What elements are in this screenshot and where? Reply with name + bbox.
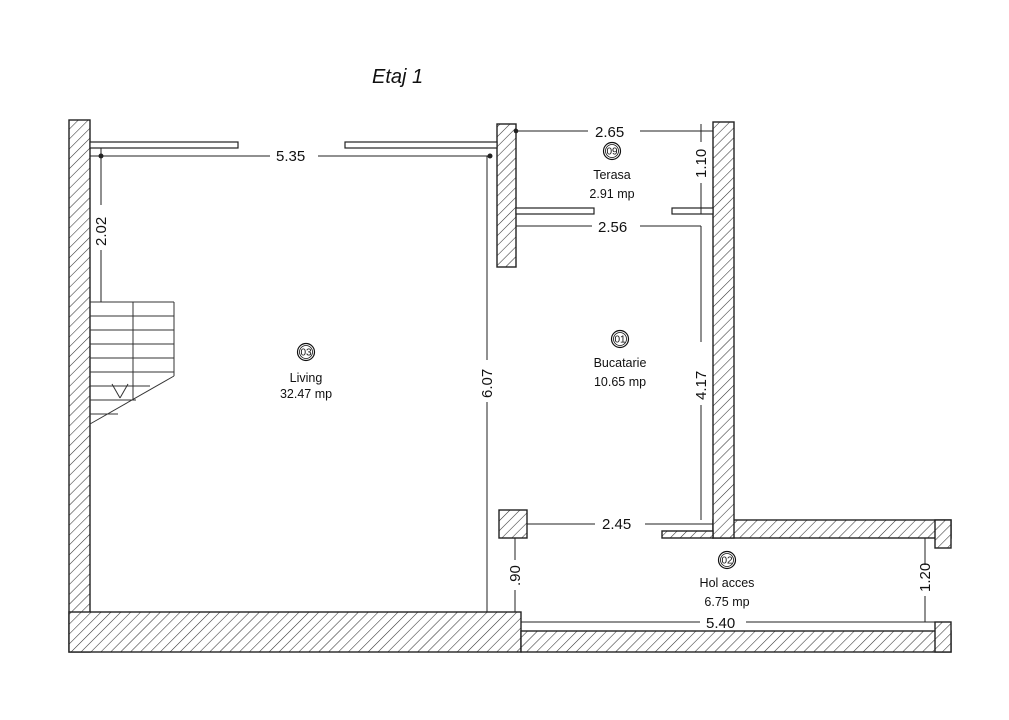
room-terasa: 09 Terasa 2.91 mp: [589, 141, 635, 201]
room-name: Hol acces: [700, 576, 755, 590]
room-bucatarie: 01 Bucatarie 10.65 mp: [594, 329, 647, 389]
room-area: 10.65 mp: [594, 375, 646, 389]
window-living-left: [89, 141, 239, 149]
stairs: [89, 301, 175, 425]
dim-living-height: 6.07: [479, 369, 496, 398]
wall-hol-ledge: [661, 530, 714, 539]
dim-hol-width: 5.40: [706, 615, 735, 632]
room-number: 02: [721, 556, 733, 567]
dim-hol-depth: 1.20: [917, 563, 934, 592]
dim-bucatarie-depth: 4.17: [693, 371, 710, 400]
dim-terasa-width-top: 2.65: [595, 124, 624, 141]
room-area: 2.91 mp: [589, 187, 634, 201]
floor-title: Etaj 1: [372, 66, 424, 88]
dim-living-width: 5.35: [276, 148, 305, 165]
room-name: Terasa: [593, 168, 631, 182]
dimension-lines: [90, 124, 935, 623]
dim-terasa-depth: 1.10: [693, 149, 710, 178]
wall-hol-right-upper: [934, 519, 952, 549]
wall-pillar: [498, 509, 528, 539]
wall-terasa-left: [496, 123, 517, 268]
room-area: 6.75 mp: [704, 595, 749, 609]
wall-bottom-living: [68, 611, 522, 653]
wall-hol-top: [712, 519, 952, 539]
dim-bucatarie-width: 2.45: [602, 516, 631, 533]
walls: [68, 119, 952, 653]
wall-hol-right-lower: [934, 621, 952, 653]
window-terasa-left: [515, 207, 595, 215]
room-living: 03 Living 32.47 mp: [280, 342, 332, 401]
dim-stair-offset: 2.02: [93, 217, 110, 246]
window-sills: [89, 141, 714, 215]
wall-left: [68, 119, 91, 653]
room-number: 03: [300, 348, 312, 359]
dim-terasa-width-bottom: 2.56: [598, 219, 627, 236]
dim-hol-step: .90: [507, 565, 524, 586]
wall-bucatarie-right: [712, 121, 735, 539]
room-number: 09: [606, 147, 618, 158]
window-living-right: [344, 141, 498, 149]
room-number: 01: [614, 335, 626, 346]
room-name: Bucatarie: [594, 356, 647, 370]
room-area: 32.47 mp: [280, 387, 332, 401]
room-name: Living: [290, 371, 323, 385]
window-terasa-right: [671, 207, 714, 215]
room-hol: 02 Hol acces 6.75 mp: [700, 550, 755, 609]
wall-bottom-hol: [520, 630, 952, 653]
